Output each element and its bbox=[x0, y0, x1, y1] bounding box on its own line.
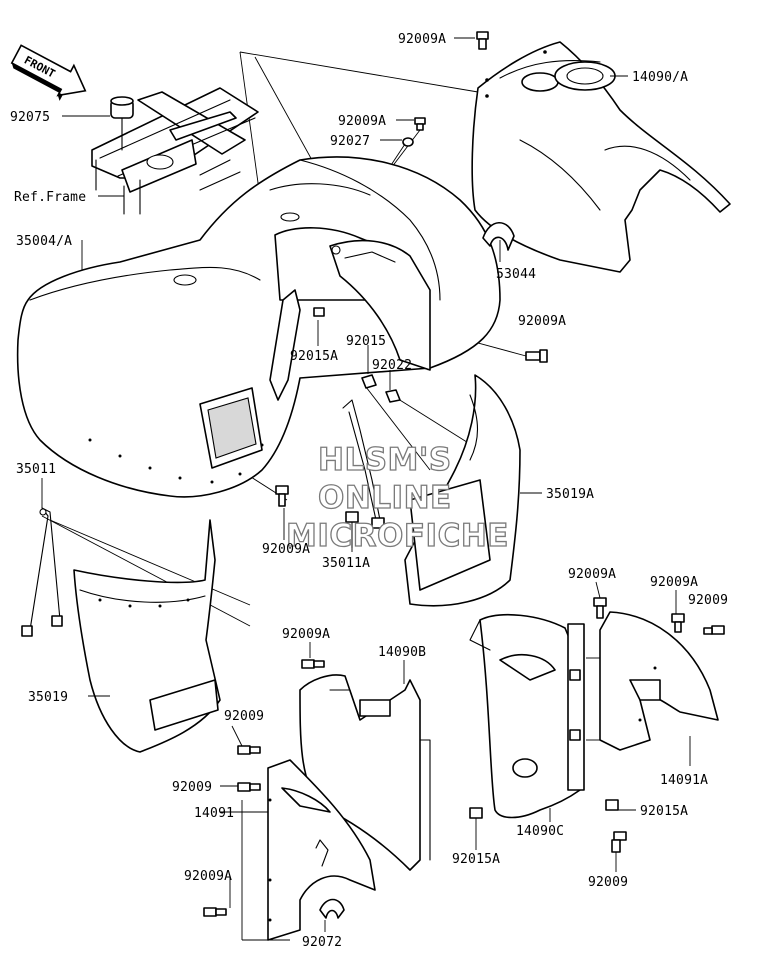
screw-92009A-2 bbox=[414, 117, 426, 131]
label-92009A: 92009A bbox=[650, 575, 698, 590]
label-92009: 92009 bbox=[224, 709, 264, 724]
label-14090C: 14090C bbox=[516, 824, 564, 839]
label-92075: 92075 bbox=[10, 110, 50, 125]
washer-92027 bbox=[402, 137, 414, 147]
bolt-92009-1 bbox=[237, 745, 261, 755]
side-panel-14090C bbox=[469, 613, 585, 819]
clip-92072 bbox=[319, 898, 345, 919]
label-35011: 35011 bbox=[16, 462, 56, 477]
label-92015A: 92015A bbox=[452, 852, 500, 867]
inner-panel bbox=[269, 239, 431, 401]
bolt-92009A-8 bbox=[203, 907, 227, 917]
bracket-35011 bbox=[21, 507, 63, 637]
mudguard-35019A bbox=[404, 374, 521, 607]
label-92009: 92009 bbox=[688, 593, 728, 608]
label-92015A: 92015A bbox=[290, 349, 338, 364]
front-arrow-icon: FRONT bbox=[10, 44, 87, 101]
bracket-35011A bbox=[342, 399, 385, 529]
watermark-line-1: HLSM'S bbox=[318, 442, 452, 478]
nut-92015A-2 bbox=[605, 799, 619, 811]
bolt-92009-3 bbox=[703, 625, 725, 635]
nut-92015 bbox=[361, 374, 377, 389]
bolt-92009-4 bbox=[611, 831, 627, 853]
bolt-92009A-7 bbox=[671, 613, 685, 633]
grommet-92075 bbox=[110, 96, 134, 151]
mudguard-35019 bbox=[73, 519, 221, 753]
label-92009: 92009 bbox=[588, 875, 628, 890]
label-53044: 53044 bbox=[496, 267, 536, 282]
label-35019A: 35019A bbox=[546, 487, 594, 502]
label-35011A: 35011A bbox=[322, 556, 370, 571]
label-leaders bbox=[41, 37, 691, 932]
label-35019: 35019 bbox=[28, 690, 68, 705]
plate-14091A bbox=[586, 611, 719, 751]
part-labels: 92009A 14090/A 92075 92009A 92027 Ref.Fr… bbox=[10, 32, 728, 950]
bolt-92009A-5 bbox=[301, 659, 325, 669]
side-panel-14090B bbox=[299, 674, 483, 871]
label-14090B: 14090B bbox=[378, 645, 426, 660]
bolt-92009A-3 bbox=[525, 349, 548, 363]
top-cover-14090A bbox=[471, 41, 731, 273]
bolt-92009-2 bbox=[237, 782, 261, 792]
label-14090A: 14090/A bbox=[632, 70, 688, 85]
bolt-92009A-top bbox=[476, 31, 489, 50]
label-92009: 92009 bbox=[172, 780, 212, 795]
label-92015: 92015 bbox=[346, 334, 386, 349]
label-92009A: 92009A bbox=[338, 114, 386, 129]
label-14091A: 14091A bbox=[660, 773, 708, 788]
clip-53044 bbox=[482, 221, 515, 251]
ref-frame bbox=[91, 87, 259, 215]
bolt-92009A-4 bbox=[275, 485, 289, 507]
label-92009A: 92009A bbox=[262, 542, 310, 557]
label-ref-frame: Ref.Frame bbox=[14, 190, 86, 205]
watermark-line-2: ONLINE bbox=[318, 480, 452, 516]
plate-14091 bbox=[241, 759, 376, 941]
label-14091: 14091 bbox=[194, 806, 234, 821]
label-35004A: 35004/A bbox=[16, 234, 72, 249]
watermark-line-3: MICROFICHE bbox=[286, 518, 509, 554]
label-92027: 92027 bbox=[330, 134, 370, 149]
label-92009A: 92009A bbox=[184, 869, 232, 884]
bolt-92009A-6 bbox=[593, 597, 607, 619]
label-92072: 92072 bbox=[302, 935, 342, 950]
label-92009A: 92009A bbox=[282, 627, 330, 642]
nut-92022 bbox=[385, 389, 401, 403]
label-92015A: 92015A bbox=[640, 804, 688, 819]
watermark: HLSM'S ONLINE MICROFICHE bbox=[285, 441, 509, 554]
label-92009A: 92009A bbox=[568, 567, 616, 582]
label-92009A: 92009A bbox=[518, 314, 566, 329]
label-92009A: 92009A bbox=[398, 32, 446, 47]
label-92022: 92022 bbox=[372, 358, 412, 373]
